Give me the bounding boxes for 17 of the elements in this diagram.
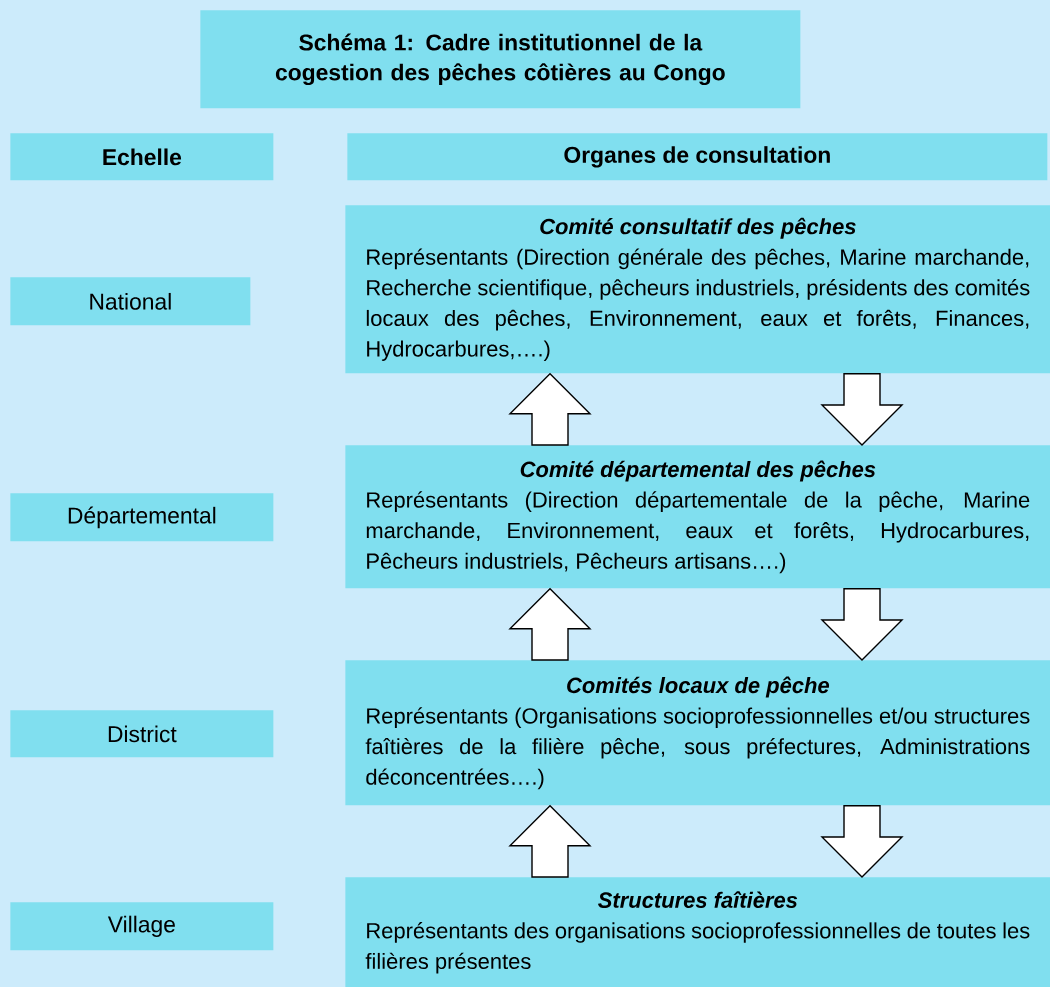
- title-box: Schéma 1: Cadre institutionnel de la cogestion des pêches côtières au Congo: [200, 10, 801, 109]
- level-box: Départemental: [10, 493, 274, 542]
- block-arrow: [508, 804, 592, 878]
- committee-box: Comité consultatif des pêches Représentants (Direction générale des pêches, Marine marchande, Recherche scientifique, pêcheurs industriels, présidents des comités locaux des pêches, Environnement, eaux et forêts, Finances, Hydrocarbures,….): [345, 205, 1050, 374]
- block-arrow: [820, 588, 904, 661]
- block-arrow: [508, 587, 592, 661]
- block-arrow: [820, 805, 904, 878]
- column-header: Organes de consultation: [347, 133, 1048, 181]
- level-box: District: [10, 710, 274, 758]
- committee-box: Comité départemental des pêches Représentants (Direction départementale de la pêche, Marine marchande, Environnement, eaux et forêts, Hydrocarbures, Pêcheurs industriels, Pêcheurs artisans….): [345, 445, 1050, 589]
- level-box: Village: [10, 902, 274, 951]
- block-arrow: [508, 372, 592, 446]
- committee-box: Comités locaux de pêche Représentants (Organisations socioprofessionnelles et/ou structures faîtières de la filière pêche, sous préfectures, Administrations déconcentrées….): [345, 660, 1050, 806]
- level-box: National: [10, 277, 251, 326]
- committee-box: Structures faîtières Représentants des organisations socioprofessionnelles de toutes les filières présentes: [345, 877, 1050, 987]
- block-arrow: [820, 373, 904, 446]
- column-header: Echelle: [10, 133, 274, 181]
